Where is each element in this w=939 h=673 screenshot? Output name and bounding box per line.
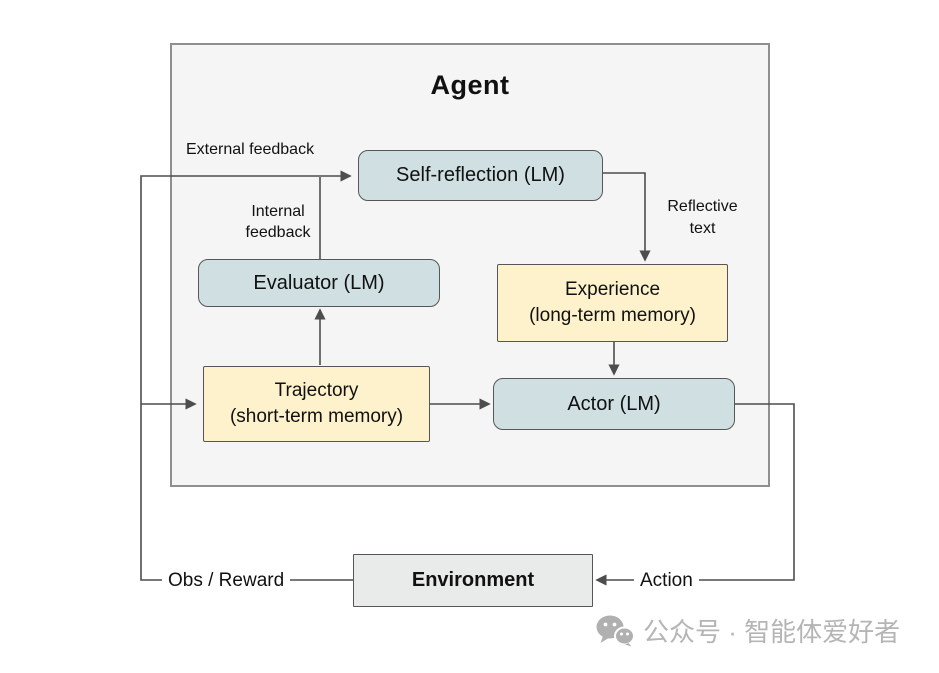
evaluator-label: Evaluator (LM) [253, 271, 385, 294]
reflective-text-line1: Reflective [667, 198, 738, 215]
experience-label-line2: (long-term memory) [529, 305, 696, 326]
internal-feedback-label: Internal feedback [231, 201, 325, 243]
node-experience: Experience (long-term memory) [497, 264, 728, 342]
experience-label-line1: Experience [564, 279, 661, 300]
environment-label: Environment [411, 569, 535, 591]
self-reflection-label: Self-reflection (LM) [396, 164, 565, 186]
action-label: Action [634, 568, 699, 594]
actor-label: Actor (LM) [567, 392, 661, 415]
node-actor: Actor (LM) [493, 378, 735, 430]
agent-title: Agent [430, 70, 510, 100]
external-feedback-label: External feedback [186, 141, 315, 158]
reflective-text-label: Reflective text [655, 196, 750, 240]
wechat-icon [596, 615, 634, 647]
watermark-text: 公众号 · 智能体爱好者 [643, 617, 901, 647]
node-evaluator: Evaluator (LM) [198, 259, 440, 307]
trajectory-label-line2: (short-term memory) [229, 406, 404, 427]
reflective-text-line2: text [689, 220, 716, 237]
internal-feedback-line2: feedback [245, 224, 311, 241]
obs-reward-label: Obs / Reward [162, 568, 291, 594]
node-self-reflection: Self-reflection (LM) [358, 150, 603, 201]
node-trajectory: Trajectory (short-term memory) [203, 366, 430, 442]
internal-feedback-line1: Internal [251, 203, 305, 220]
watermark: 公众号 · 智能体爱好者 [596, 612, 900, 649]
node-environment: Environment [353, 554, 593, 607]
trajectory-label-line1: Trajectory [274, 380, 359, 401]
